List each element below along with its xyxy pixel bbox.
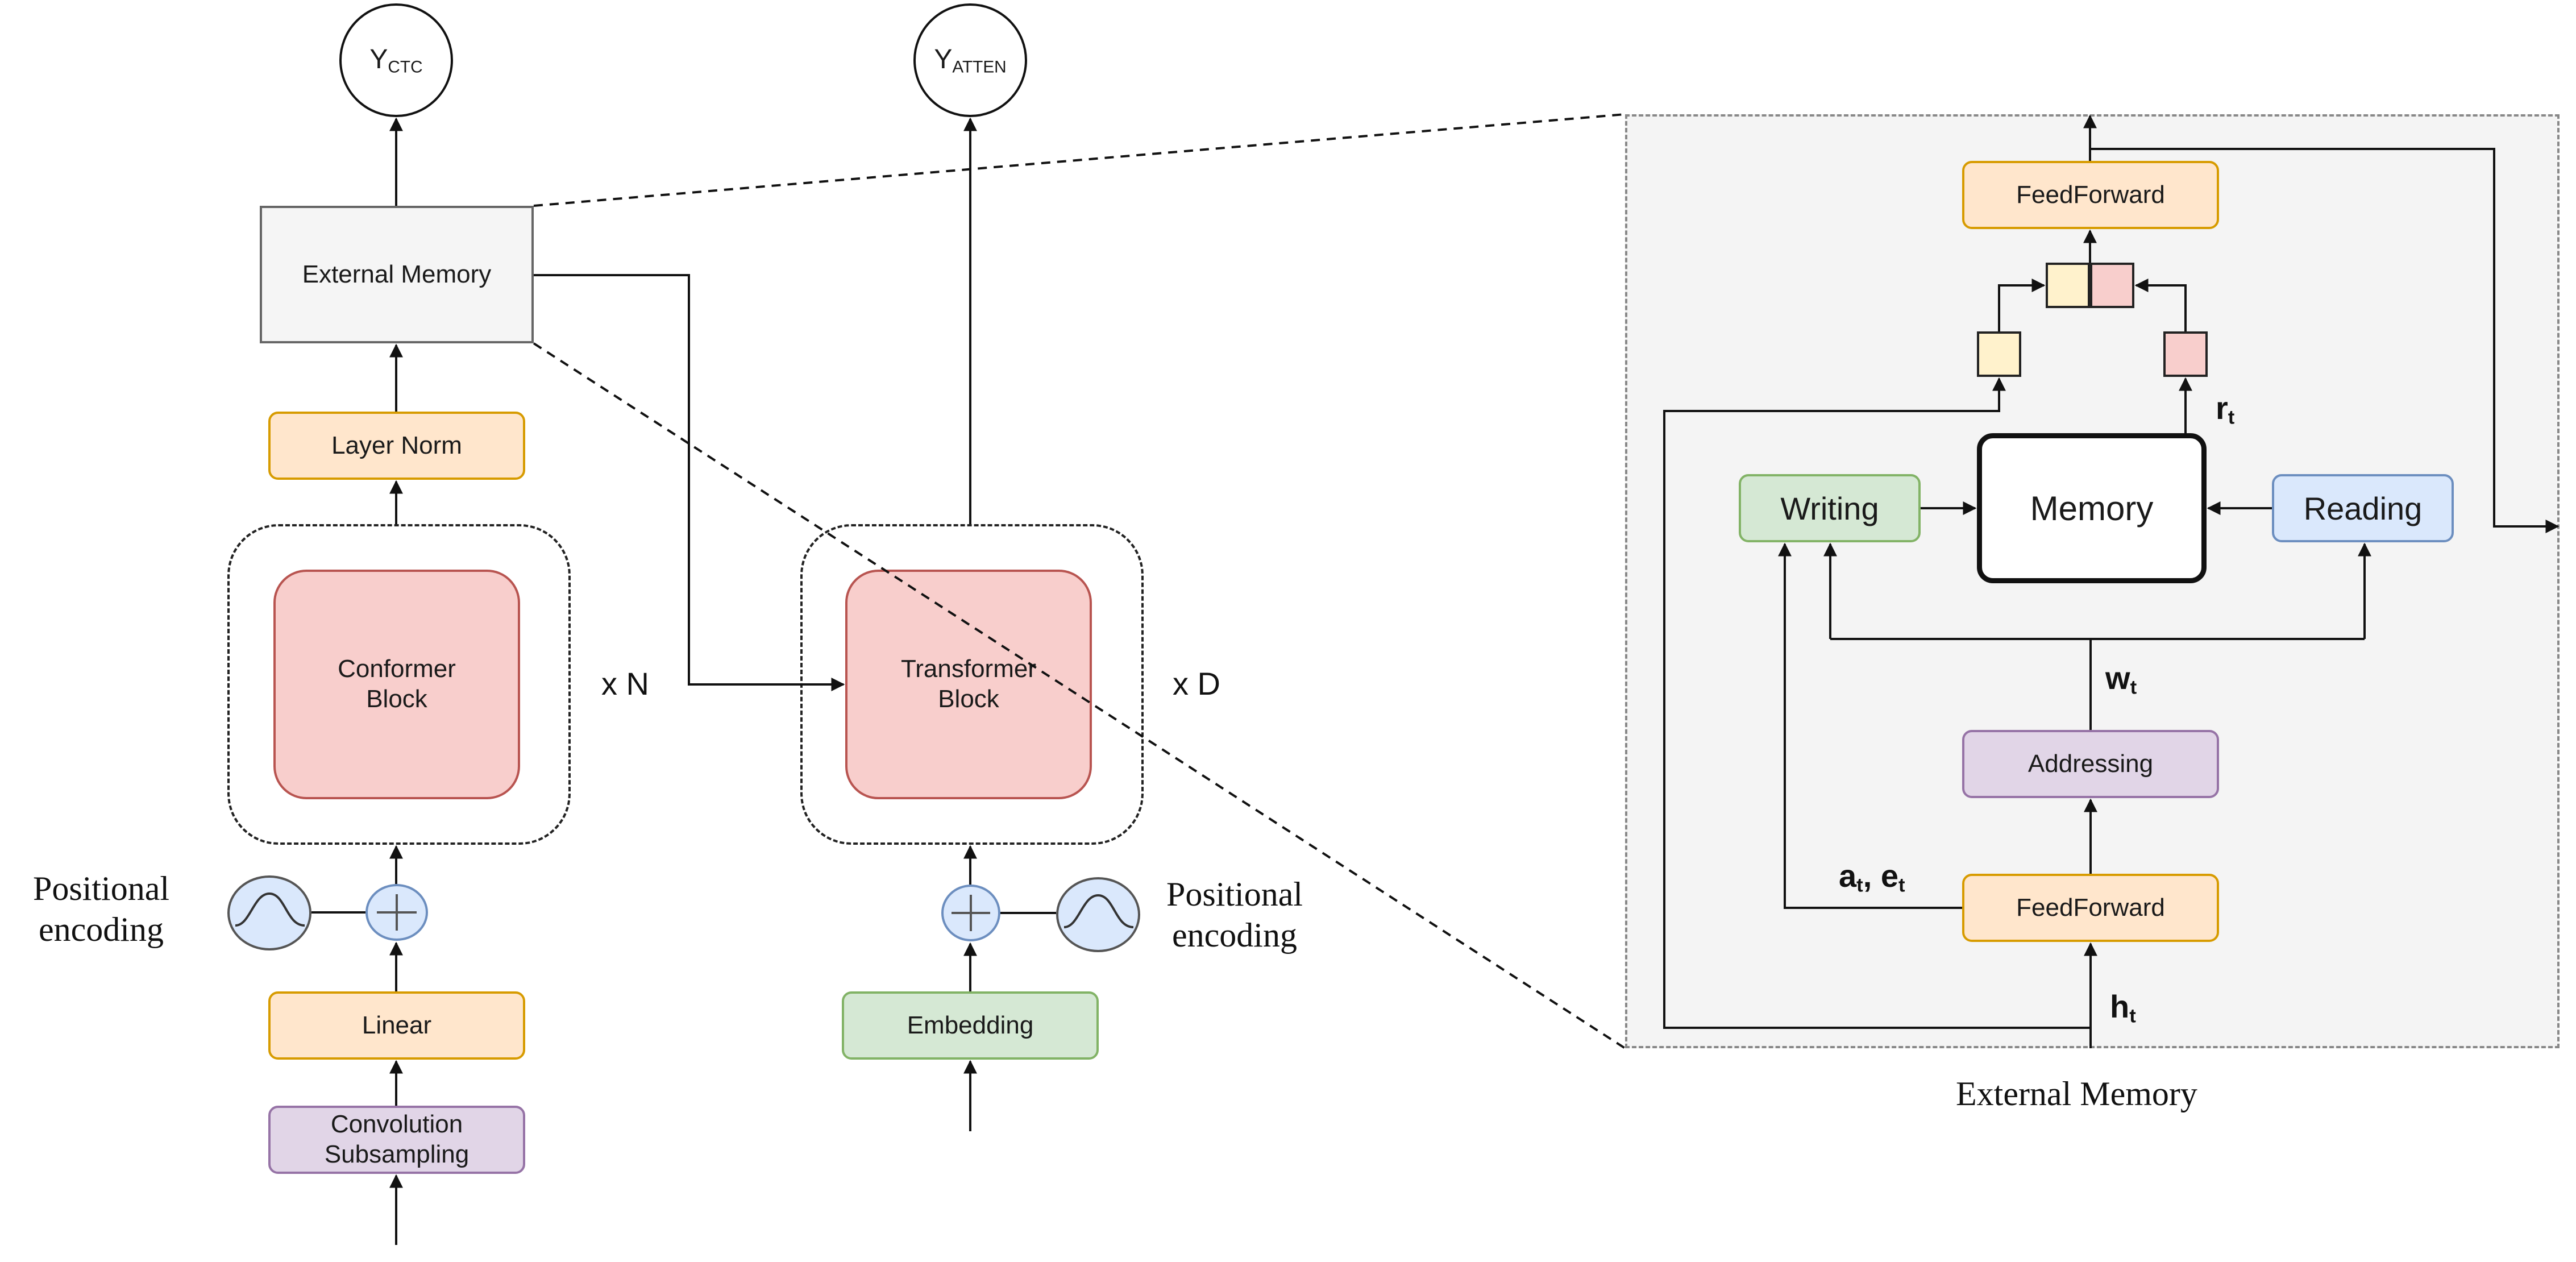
embedding-label: Embedding	[907, 1011, 1034, 1039]
plus-circle-icon	[365, 884, 428, 941]
feedforward-bottom-block: FeedForward	[1962, 874, 2219, 942]
feedforward-top-label: FeedForward	[2016, 181, 2165, 209]
external-memory-caption: External Memory	[1956, 1075, 2197, 1112]
transformer-block-label-line1: Transformer	[901, 655, 1036, 683]
conv-subsampling-label-line2: Subsampling	[324, 1140, 470, 1168]
decoder-repeat-label: x D	[1173, 666, 1220, 701]
encoder-repeat-label: x N	[601, 666, 649, 701]
linear-label: Linear	[362, 1011, 432, 1039]
external-memory-block: External Memory	[260, 206, 534, 343]
memory-label: Memory	[2030, 489, 2154, 528]
w-t-label: wt	[2105, 660, 2137, 699]
h-t-label: ht	[2110, 989, 2136, 1027]
conformer-block: Conformer Block	[273, 570, 520, 799]
conformer-block-label-line1: Conformer	[338, 655, 456, 683]
external-memory-label: External Memory	[302, 260, 492, 288]
sine-wave-icon	[1056, 877, 1140, 952]
writing-label: Writing	[1780, 490, 1879, 526]
conformer-repeat-container	[227, 524, 571, 845]
transformer-block: Transformer Block	[845, 570, 1092, 799]
linear-block: Linear	[268, 991, 525, 1060]
y-atten-output-node: YATTEN	[913, 3, 1027, 117]
plus-circle-icon	[941, 885, 1000, 941]
a-e-label: at, et	[1839, 858, 1905, 896]
y-atten-label: YATTEN	[934, 44, 1007, 77]
layer-norm-block: Layer Norm	[268, 412, 525, 480]
feedforward-top-block: FeedForward	[1962, 161, 2219, 229]
addressing-label: Addressing	[2027, 750, 2154, 778]
embedding-block: Embedding	[842, 991, 1099, 1060]
y-ctc-output-node: YCTC	[339, 3, 453, 117]
convolution-subsampling-block: Convolution Subsampling	[268, 1106, 525, 1174]
conformer-block-label-line2: Block	[366, 685, 427, 713]
r-t-label: rt	[2216, 390, 2235, 429]
reading-label: Reading	[2303, 490, 2423, 526]
feedforward-bottom-label: FeedForward	[2016, 894, 2165, 921]
concat-right-square	[2090, 263, 2134, 308]
memory-block: Memory	[1977, 433, 2207, 583]
layer-norm-label: Layer Norm	[331, 431, 462, 459]
decoder-positional-encoding-label: Positional encoding	[1166, 875, 1303, 954]
transformer-block-label-line2: Block	[938, 685, 999, 713]
sine-wave-icon	[227, 875, 311, 950]
reading-block: Reading	[2272, 474, 2454, 542]
y-ctc-label: YCTC	[369, 44, 423, 77]
hidden-state-square	[1977, 331, 2021, 377]
encoder-positional-encoding-label: Positional encoding	[33, 870, 170, 948]
read-vector-square	[2163, 331, 2208, 377]
conv-subsampling-label-line1: Convolution	[330, 1110, 463, 1139]
addressing-block: Addressing	[1962, 730, 2219, 798]
writing-block: Writing	[1739, 474, 1921, 542]
concat-left-square	[2046, 263, 2090, 308]
